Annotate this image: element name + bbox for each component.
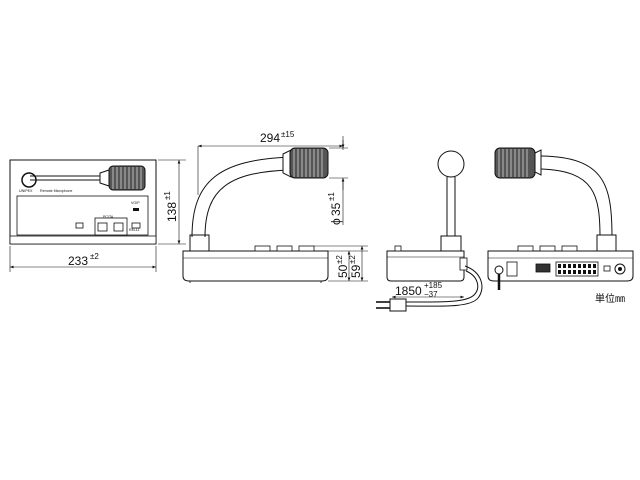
cable-tol-plus: +185 [424, 281, 443, 290]
mic-head-grill-rear [498, 149, 528, 177]
rear-switch [535, 263, 551, 273]
side-view: 294 ±15 ϕ 35 ±1 50 ±2 59 ±2 [182, 130, 368, 283]
gooseneck-value: 294 [260, 131, 280, 145]
button-side-3 [298, 245, 315, 252]
gooseneck-socket-front [440, 235, 462, 252]
gooseneck-socket-side [189, 234, 210, 252]
jack-2 [113, 222, 124, 232]
cable-entry-rear [494, 265, 504, 275]
mic-head-top [108, 165, 146, 191]
rear-connector [506, 261, 518, 277]
mic-connector-top [99, 169, 110, 187]
top-view: UNIPEX Remote Microphone VOIP PC/TA RM-1… [9, 159, 186, 272]
height-tol: ±1 [163, 191, 172, 200]
unit-label: 単位㎜ [595, 292, 625, 305]
indicator-top [133, 208, 139, 211]
jack-1 [97, 222, 108, 232]
mic-connector-side [282, 149, 292, 178]
width-tol: ±2 [90, 252, 99, 261]
sub-label: Remote Microphone [40, 189, 72, 193]
gooseneck-side [191, 156, 291, 238]
terminal-screws [558, 264, 596, 274]
base-front [386, 250, 465, 282]
rear-small-port [603, 265, 611, 272]
cable-clamp [459, 257, 468, 271]
base-height-value: 50 [336, 264, 350, 278]
total-height-tol: ±2 [348, 255, 357, 264]
right-bottom-label: RM-11 [129, 228, 140, 232]
gooseneck-tol: ±15 [281, 130, 295, 139]
mic-head-grill-side [293, 149, 323, 177]
cable-tol-minus: −37 [424, 290, 438, 299]
total-height-value: 59 [349, 264, 363, 278]
button-side-2 [276, 245, 293, 252]
mic-diameter-prefix: ϕ [329, 218, 343, 225]
mic-head-grill-top [112, 167, 142, 189]
width-value: 233 [68, 254, 88, 268]
cable-length-value: 1850 [395, 284, 422, 298]
base-side [182, 250, 329, 282]
brand-label: UNIPEX [19, 189, 33, 193]
power-plug [389, 298, 407, 312]
switch-right [131, 222, 141, 229]
base-height-tol: ±2 [335, 255, 344, 264]
switch-left [75, 222, 84, 229]
front-view: 1850 +185 −37 [376, 150, 483, 312]
mic-diameter-value: 35 [329, 202, 343, 216]
mic-head-front [437, 150, 465, 178]
mic-diameter-tol: ±1 [327, 192, 336, 201]
gooseneck-rear [540, 155, 613, 239]
top-view-base-edge [9, 235, 157, 245]
jack-label: PC/TA [103, 215, 114, 219]
terminal-block [555, 261, 599, 277]
rear-view [487, 147, 634, 290]
gooseneck-socket-rear [596, 234, 617, 252]
button-side-1 [254, 245, 271, 252]
right-top-label: VOIP [131, 201, 140, 205]
height-value: 138 [165, 202, 179, 222]
mic-head-side [289, 147, 329, 179]
power-cable [404, 265, 483, 307]
